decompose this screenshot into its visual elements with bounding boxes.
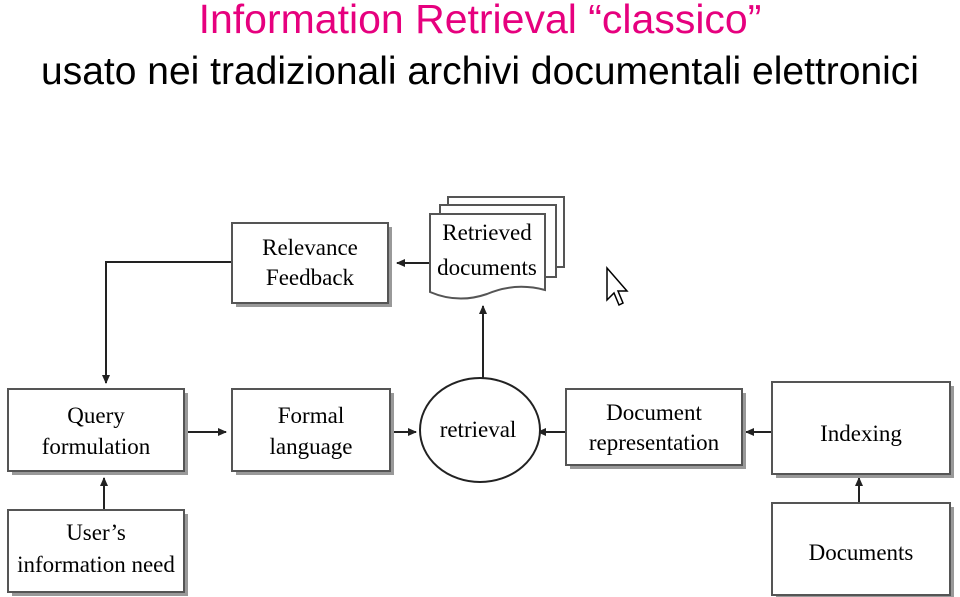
users-information-need-label-2: information need	[17, 552, 175, 577]
indexing-box: Indexing	[771, 381, 954, 478]
document-representation-label-2: representation	[589, 430, 720, 455]
documents-box: Documents	[771, 502, 954, 597]
connectors	[100, 259, 863, 510]
retrieved-documents-label-2: documents	[437, 255, 537, 280]
query-formulation-label-1: Query	[67, 403, 125, 428]
users-information-need-box: User’s information need	[7, 509, 188, 596]
relevance-feedback-label-2: Feedback	[266, 265, 355, 290]
page-subtitle: usato nei tradizionali archivi documenta…	[41, 50, 919, 93]
retrieved-documents-page	[429, 213, 546, 300]
document-representation-label-1: Document	[606, 400, 702, 425]
document-representation-box: Document representation	[565, 388, 746, 469]
relevance-feedback-box: Relevance Feedback	[231, 222, 392, 307]
formal-language-label-1: Formal	[278, 403, 344, 428]
retrieval-node: retrieval	[419, 377, 541, 483]
query-formulation-box: Query formulation	[7, 388, 188, 475]
feedback-loop-arrow	[102, 261, 232, 384]
retrieved-documents-label-1: Retrieved	[442, 220, 532, 245]
page-title: Information Retrieval “classico”	[198, 0, 762, 42]
indexing-label: Indexing	[820, 421, 902, 446]
documents-label: Documents	[809, 540, 914, 565]
query-formulation-label-2: formulation	[42, 434, 151, 459]
retrieved-documents-stack: Retrieved documents	[429, 196, 565, 300]
formal-language-label-2: language	[269, 434, 352, 459]
formal-language-box: Formal language	[231, 388, 394, 475]
mouse-cursor-icon	[606, 265, 629, 307]
retrieval-label: retrieval	[440, 417, 517, 442]
users-information-need-label-1: User’s	[66, 520, 126, 545]
relevance-feedback-label-1: Relevance	[262, 235, 358, 260]
